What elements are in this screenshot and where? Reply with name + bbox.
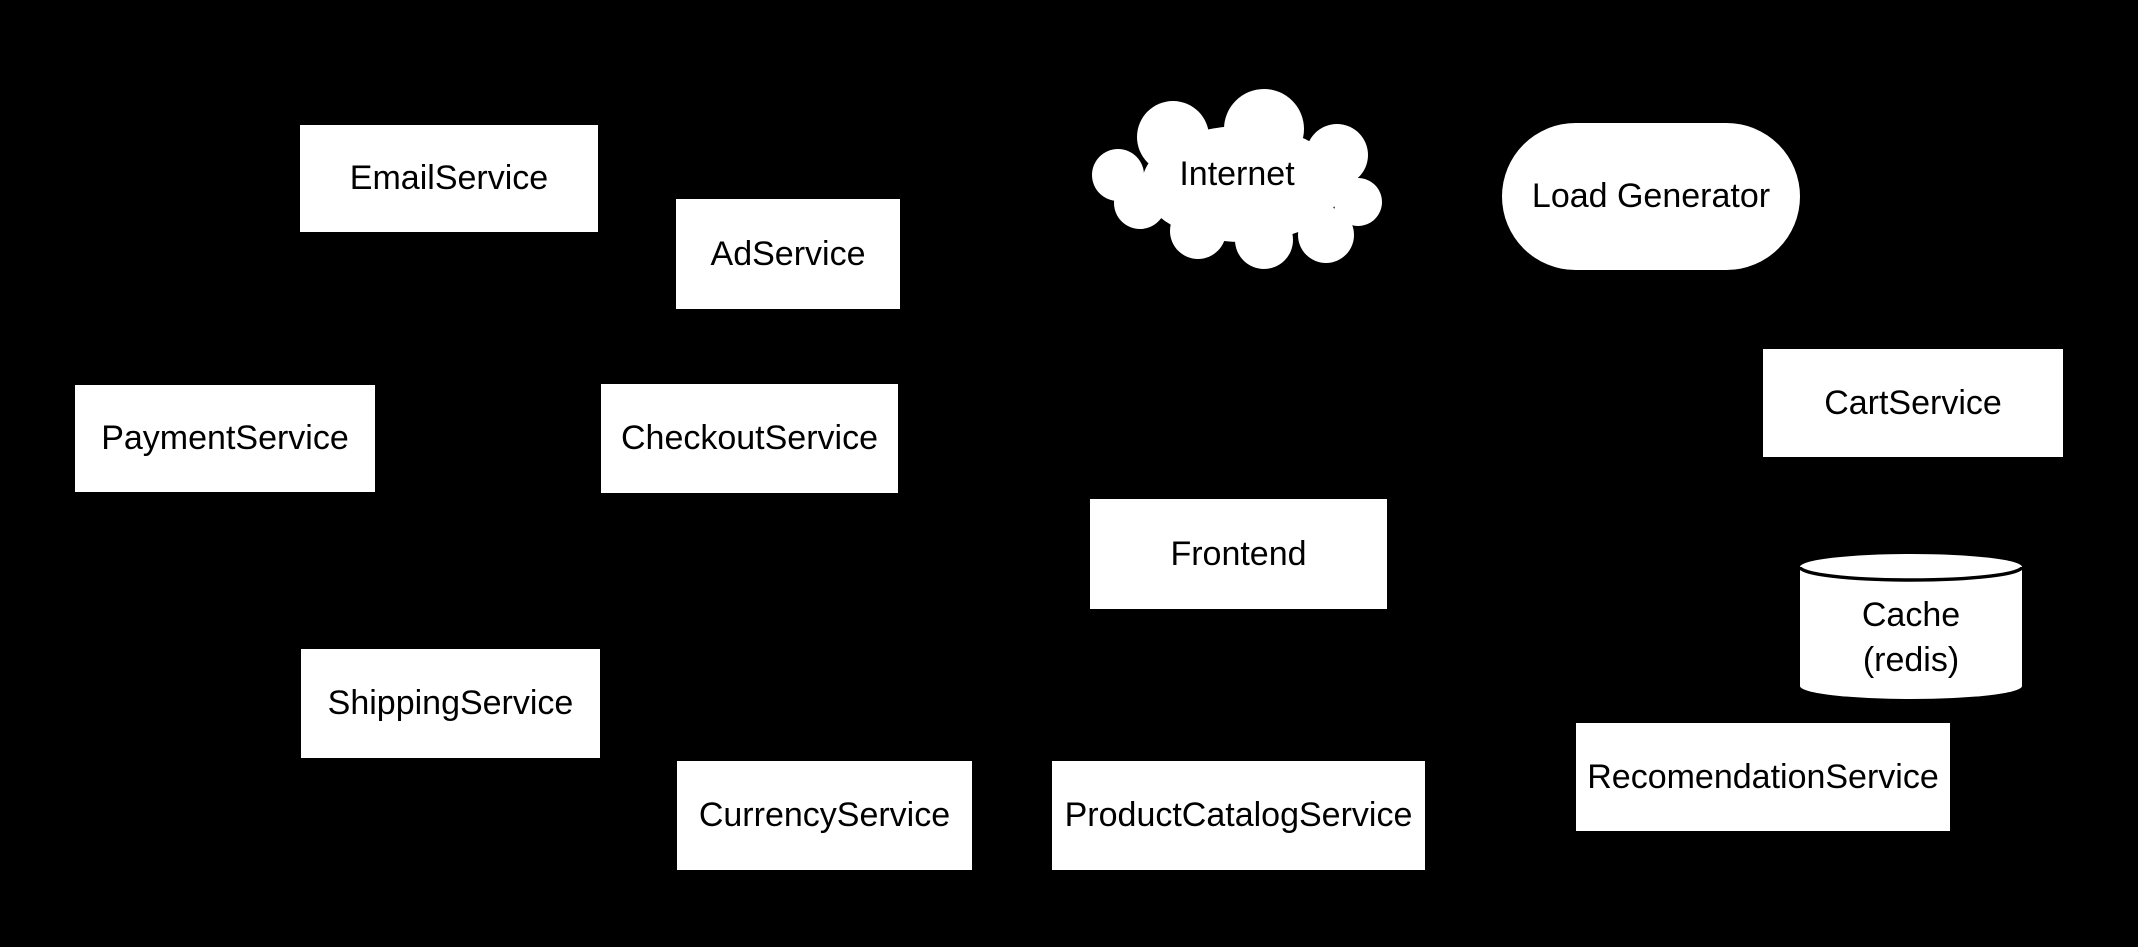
node-frontend-label: Frontend xyxy=(1170,534,1307,573)
node-cache-redis-label-line1: Cache xyxy=(1861,595,1961,634)
node-checkoutservice: CheckoutService xyxy=(601,384,898,493)
internet-cloud-icon xyxy=(1092,89,1382,269)
node-currencyservice: CurrencyService xyxy=(677,761,972,870)
node-cartservice-label: CartService xyxy=(1824,383,2002,422)
node-internet-label: Internet xyxy=(1179,155,1295,194)
node-recomendationservice-label: RecomendationService xyxy=(1587,757,1939,796)
node-productcatalogservice: ProductCatalogService xyxy=(1052,761,1425,870)
node-checkoutservice-label: CheckoutService xyxy=(620,419,878,458)
node-currencyservice-label: CurrencyService xyxy=(698,796,951,835)
node-internet: Internet xyxy=(1092,89,1382,270)
node-shippingservice: ShippingService xyxy=(301,649,600,758)
node-paymentservice-label: PaymentService xyxy=(101,419,349,458)
node-adservice-label: AdService xyxy=(710,234,866,273)
node-frontend: Frontend xyxy=(1090,499,1387,609)
cache-cylinder-icon xyxy=(1799,554,2023,699)
node-emailservice-label: EmailService xyxy=(349,159,549,198)
node-adservice: AdService xyxy=(676,199,900,309)
node-cache-redis: Cache (redis) xyxy=(1799,553,2023,700)
node-shippingservice-label: ShippingService xyxy=(327,684,574,723)
node-cache-redis-label: Cache (redis) xyxy=(1862,571,1960,683)
node-productcatalogservice-label: ProductCatalogService xyxy=(1064,796,1413,835)
node-load-generator-label: Load Generator xyxy=(1531,177,1771,216)
node-cartservice: CartService xyxy=(1763,349,2063,457)
node-paymentservice: PaymentService xyxy=(75,385,375,492)
node-cache-redis-label-line2: (redis) xyxy=(1862,640,1960,679)
node-load-generator: Load Generator xyxy=(1502,123,1800,270)
node-emailservice: EmailService xyxy=(300,125,598,232)
node-recomendationservice: RecomendationService xyxy=(1576,723,1950,831)
